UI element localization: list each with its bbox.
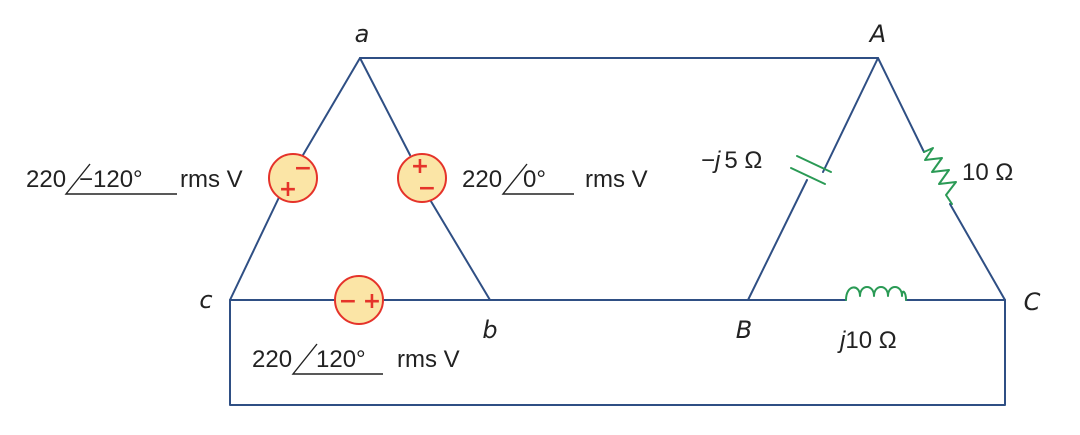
vab-angle: 0° bbox=[523, 166, 546, 193]
voltage-source-vab: + − bbox=[397, 153, 447, 203]
inductor-value: 10 Ω bbox=[845, 327, 896, 354]
label-inductor: j10 Ω bbox=[837, 327, 897, 354]
node-label-A: A bbox=[868, 20, 886, 48]
wire-capacitor-to-B bbox=[747, 179, 808, 301]
vbc-unit: rms V bbox=[397, 346, 460, 373]
capacitor-prefix: − bbox=[701, 147, 715, 174]
wire-c-C-loop bbox=[229, 299, 1006, 406]
vab-top-sign: + bbox=[411, 154, 429, 179]
label-vca: 220 −120° rms V bbox=[26, 163, 243, 195]
vab-bottom-sign: − bbox=[418, 176, 436, 201]
vca-magnitude: 220 bbox=[26, 166, 66, 193]
label-vbc: 220 120° rms V bbox=[252, 343, 460, 375]
node-label-c: c bbox=[199, 286, 212, 314]
voltage-source-vbc: − + bbox=[334, 275, 384, 325]
inductor-j: j bbox=[837, 327, 846, 354]
voltage-source-vca: − + bbox=[268, 153, 318, 203]
label-vab: 220 0° rms V bbox=[462, 163, 648, 195]
node-label-C: C bbox=[1024, 288, 1041, 316]
vbc-angle: 120° bbox=[316, 346, 366, 373]
wire-a-to-vab bbox=[359, 57, 411, 156]
node-label-a: a bbox=[355, 20, 370, 48]
wire-vab-to-b bbox=[428, 197, 491, 301]
wire-a-to-vca bbox=[302, 57, 361, 156]
vca-angle: −120° bbox=[79, 166, 143, 193]
capacitor-value: 5 Ω bbox=[724, 147, 762, 174]
capacitor-j: j bbox=[712, 147, 721, 174]
vca-unit: rms V bbox=[180, 166, 243, 193]
vca-bottom-sign: + bbox=[279, 177, 297, 202]
wire-A-to-resistor bbox=[877, 57, 925, 153]
wire-A-to-capacitor bbox=[822, 57, 879, 173]
vab-magnitude: 220 bbox=[462, 166, 502, 193]
vbc-left-sign: − bbox=[339, 289, 357, 314]
vab-unit: rms V bbox=[585, 166, 648, 193]
inductor-symbol bbox=[845, 286, 907, 301]
vbc-magnitude: 220 bbox=[252, 346, 292, 373]
node-label-B: B bbox=[736, 316, 752, 344]
node-label-b: b bbox=[482, 316, 497, 344]
resistor-symbol bbox=[923, 147, 957, 205]
wire-vca-to-c bbox=[229, 188, 284, 301]
capacitor-symbol bbox=[790, 155, 832, 185]
label-resistor: 10 Ω bbox=[962, 159, 1013, 186]
vca-top-sign: − bbox=[294, 156, 312, 181]
vbc-right-sign: + bbox=[363, 289, 381, 314]
wire-resistor-to-C bbox=[949, 203, 1006, 301]
